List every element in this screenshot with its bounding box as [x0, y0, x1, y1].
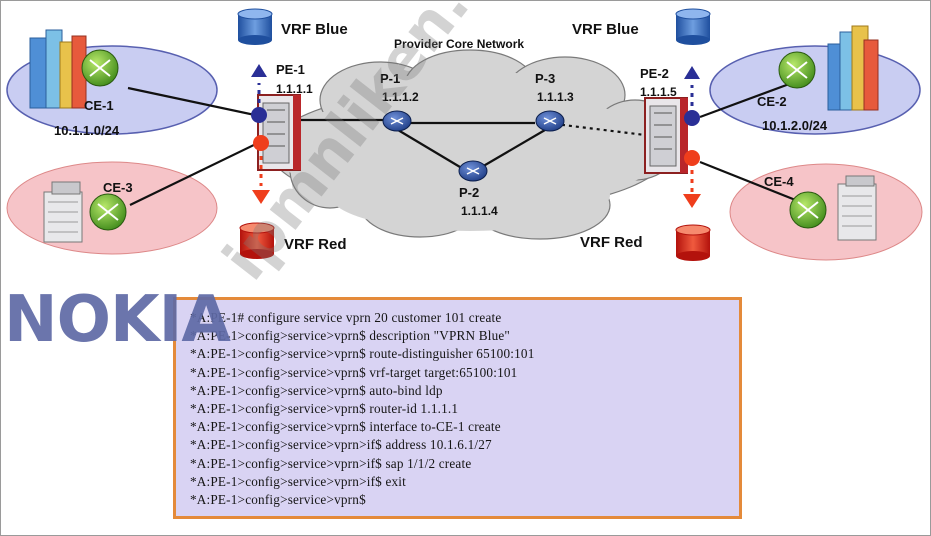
router-ce3: [89, 193, 127, 231]
router-ce4: [789, 191, 827, 229]
ce3-name: CE-3: [103, 180, 133, 195]
vrf-blue-db-right-icon: [675, 8, 711, 45]
cli-line: *A:PE-1>config>service>vprn$ router-id 1…: [190, 401, 459, 417]
cli-line: *A:PE-1>config>service>vprn$ interface t…: [190, 419, 501, 435]
cli-config-box: *A:PE-1# configure service vprn 20 custo…: [173, 297, 742, 519]
pe1-chassis: [257, 94, 301, 171]
cli-line: *A:PE-1>config>service>vprn$: [190, 492, 366, 508]
vrf-blue-db-left-icon: [237, 8, 273, 45]
cli-line: *A:PE-1>config>service>vprn>if$ exit: [190, 473, 407, 489]
pe2-vrf-red-dot: [684, 150, 700, 166]
cli-line: *A:PE-1>config>service>vprn$ vrf-target …: [190, 364, 518, 380]
pe1-vrf-red-dot: [253, 135, 269, 151]
ce1-building-icon: [29, 29, 87, 109]
core-title: Provider Core Network: [394, 37, 524, 51]
pe2-ip: 1.1.1.5: [640, 85, 677, 99]
vrf-blue-left-label: VRF Blue: [281, 21, 348, 38]
pe1-vrf-blue-dot: [251, 107, 267, 123]
ce2-building-icon: [827, 25, 879, 111]
cli-line: *A:PE-1>config>service>vprn>if$ sap 1/1/…: [190, 455, 472, 471]
cli-line: *A:PE-1>config>service>vprn$ route-disti…: [190, 346, 535, 362]
pe1-ip: 1.1.1.1: [276, 82, 313, 96]
ce4-building-icon: [837, 175, 877, 241]
cli-line: *A:PE-1>config>service>vprn$ auto-bind l…: [190, 382, 443, 398]
pe2-name: PE-2: [640, 66, 669, 81]
vrf-arrows: [251, 64, 701, 208]
p2-name: P-2: [459, 185, 479, 200]
p1-name: P-1: [380, 71, 400, 86]
router-ce2: [778, 51, 816, 89]
cli-line: *A:PE-1>config>service>vprn$ description…: [190, 328, 511, 344]
vrf-blue-right-label: VRF Blue: [572, 21, 639, 38]
nokia-logo: NOKIA: [4, 283, 231, 357]
router-p1: [382, 110, 412, 132]
pe1-name: PE-1: [276, 62, 305, 77]
vrf-red-right-label: VRF Red: [580, 234, 643, 251]
router-p3: [535, 110, 565, 132]
ce2-name: CE-2: [757, 94, 787, 109]
pe2-chassis: [644, 97, 688, 174]
p1-ip: 1.1.1.2: [382, 90, 419, 104]
cli-line: *A:PE-1>config>service>vprn>if$ address …: [190, 437, 492, 453]
p3-name: P-3: [535, 71, 555, 86]
pe2-vrf-blue-dot: [684, 110, 700, 126]
vrf-red-left-label: VRF Red: [284, 236, 347, 253]
ce3-building-icon: [43, 181, 83, 243]
router-ce1: [81, 49, 119, 87]
ce4-name: CE-4: [764, 174, 794, 189]
cli-line: *A:PE-1# configure service vprn 20 custo…: [190, 310, 502, 325]
router-p2: [458, 160, 488, 182]
vrf-red-db-left-icon: [239, 222, 275, 259]
ce2-subnet: 10.1.2.0/24: [762, 118, 828, 133]
p2-ip: 1.1.1.4: [461, 204, 498, 218]
ce1-name: CE-1: [84, 98, 114, 113]
p3-ip: 1.1.1.3: [537, 90, 574, 104]
network-links: [127, 78, 809, 207]
ce1-subnet: 10.1.1.0/24: [54, 123, 120, 138]
vrf-red-db-right-icon: [675, 224, 711, 261]
